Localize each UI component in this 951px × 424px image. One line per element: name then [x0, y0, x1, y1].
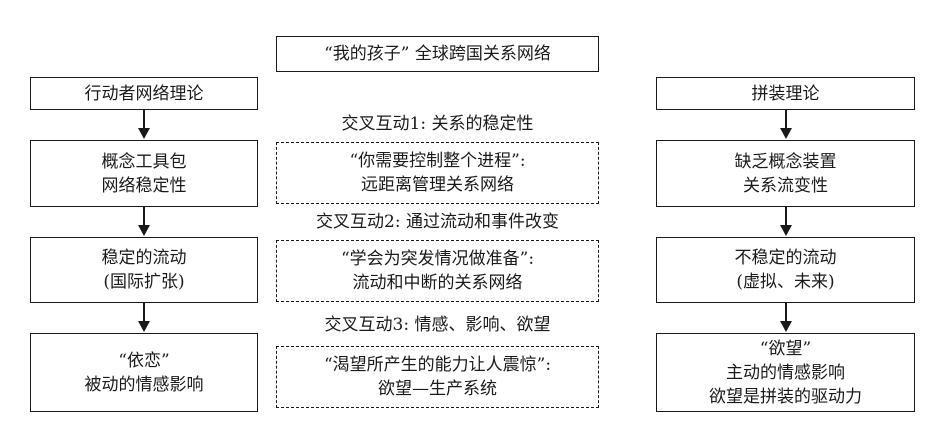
right-desire-line-3: 欲望是拼装的驱动力 [709, 386, 862, 407]
left-header-box: 行动者网络理论 [30, 77, 258, 110]
interaction-2-line-1: “学会为突发情况做准备”: [340, 249, 535, 269]
diagram-title: “我的孩子” 全球跨国关系网络 [324, 44, 551, 64]
left-concept-box: 概念工具包 网络稳定性 [30, 140, 258, 207]
interaction-3-line-2: 欲望—生产系统 [378, 379, 497, 399]
right-concept-line-1: 缺乏概念装置 [734, 151, 837, 172]
left-header-label: 行动者网络理论 [84, 83, 204, 104]
diagram-title-box: “我的孩子” 全球跨国关系网络 [276, 36, 599, 72]
left-flow-line-2: (国际扩张) [103, 272, 185, 292]
interaction-3-box: “渴望所产生的能力让人震惊”: 欲望—生产系统 [276, 346, 599, 408]
interaction-1-label: 交叉互动1: 关系的稳定性 [341, 114, 534, 134]
right-desire-line-2: 主动的情感影响 [726, 362, 845, 383]
interaction-2-label: 交叉互动2: 通过流动和事件改变 [316, 212, 559, 232]
left-flow-box: 稳定的流动 (国际扩张) [30, 237, 258, 303]
interaction-3-label: 交叉互动3: 情感、影响、欲望 [324, 315, 551, 335]
interaction-3-line-1: “渴望所产生的能力让人震惊”: [323, 355, 552, 375]
left-attachment-box: “依恋” 被动的情感影响 [30, 333, 258, 412]
right-flow-box: 不稳定的流动 (虚拟、未来) [656, 237, 915, 303]
left-concept-line-2: 网络稳定性 [101, 175, 187, 196]
right-header-label: 拼装理论 [751, 83, 820, 104]
interaction-1-line-2: 远距离管理关系网络 [361, 175, 514, 195]
right-flow-line-2: (虚拟、未来) [736, 272, 835, 292]
left-flow-line-1: 稳定的流动 [101, 248, 187, 268]
right-desire-line-1: “欲望” [759, 338, 812, 359]
right-concept-box: 缺乏概念装置 关系流变性 [656, 140, 915, 207]
interaction-2-box: “学会为突发情况做准备”: 流动和中断的关系网络 [276, 240, 599, 302]
right-header-box: 拼装理论 [656, 77, 915, 110]
left-attachment-line-2: 被动的情感影响 [84, 374, 204, 395]
right-flow-line-1: 不稳定的流动 [734, 248, 837, 268]
interaction-1-line-1: “你需要控制整个进程”: [349, 151, 526, 171]
right-concept-line-2: 关系流变性 [743, 175, 828, 196]
interaction-2-line-2: 流动和中断的关系网络 [352, 273, 523, 293]
left-concept-line-1: 概念工具包 [101, 151, 187, 172]
right-desire-box: “欲望” 主动的情感影响 欲望是拼装的驱动力 [656, 333, 915, 412]
left-attachment-line-1: “依恋” [118, 350, 170, 371]
interaction-1-box: “你需要控制整个进程”: 远距离管理关系网络 [276, 142, 599, 204]
